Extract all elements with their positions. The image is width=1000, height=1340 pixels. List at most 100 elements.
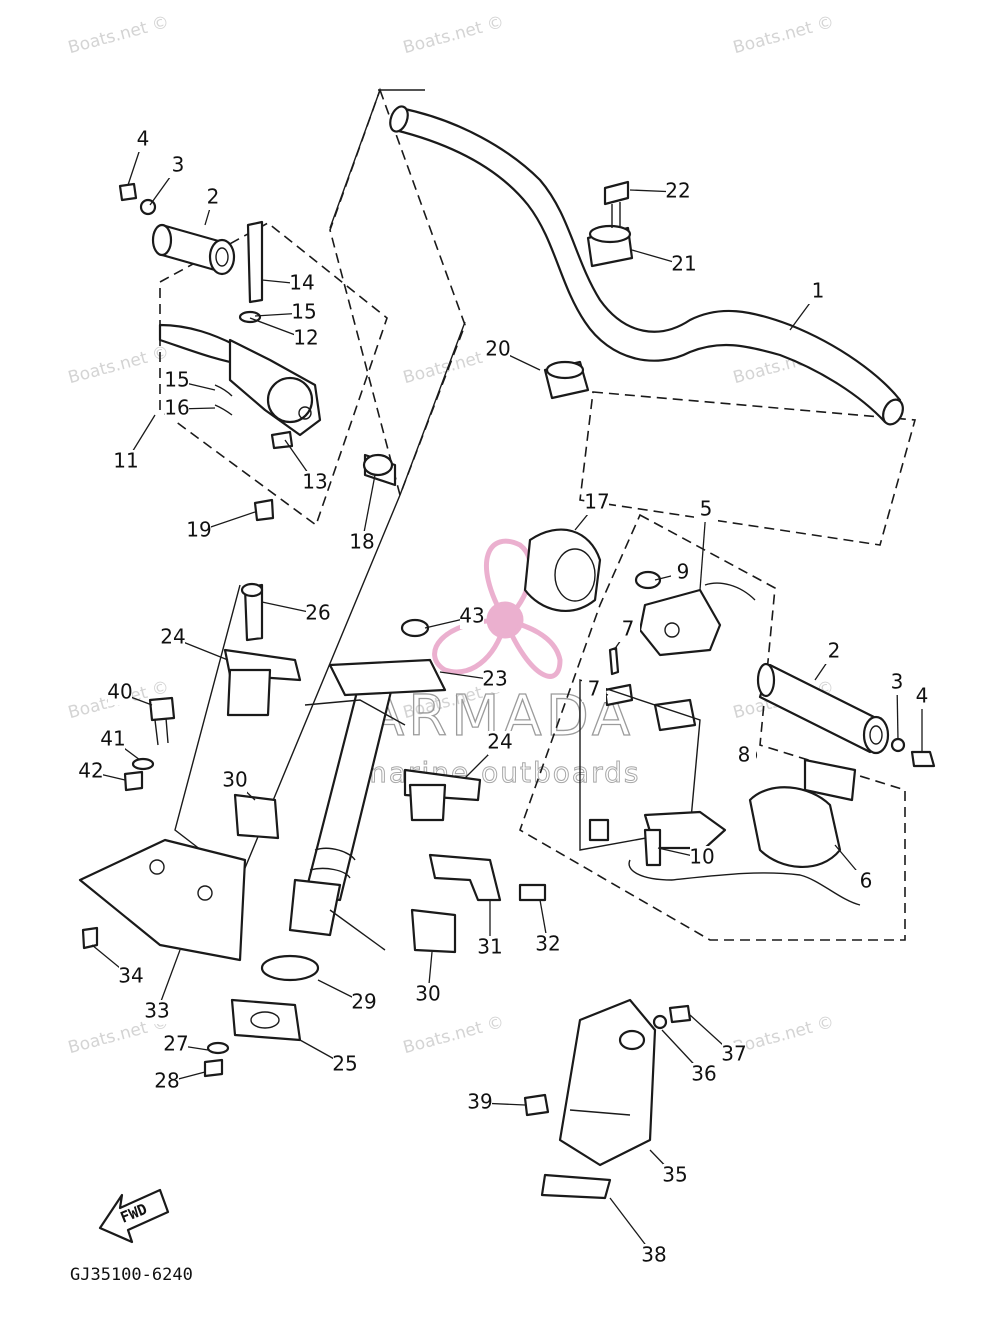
watermark-text: Boats.net © xyxy=(66,12,171,58)
callout-bg-10 xyxy=(690,846,714,870)
callout-2: 2 xyxy=(207,185,220,209)
callout-bg-15 xyxy=(165,369,189,393)
callout-31: 31 xyxy=(477,935,502,959)
callout-bg-8 xyxy=(732,744,756,768)
callout-3: 3 xyxy=(891,670,904,694)
callout-37: 37 xyxy=(721,1042,746,1066)
callout-16: 16 xyxy=(164,396,189,420)
leader-line-5 xyxy=(699,509,707,591)
callout-bg-3 xyxy=(166,154,190,178)
callout-bg-26 xyxy=(306,602,330,626)
callout-30: 30 xyxy=(222,768,247,792)
callout-bg-6 xyxy=(854,870,878,894)
callout-bg-33 xyxy=(145,1000,169,1024)
callout-bg-42 xyxy=(79,760,103,784)
handlebar-clamps xyxy=(543,180,634,400)
callout-bg-22 xyxy=(666,180,690,204)
callout-15: 15 xyxy=(164,368,189,392)
callout-28: 28 xyxy=(154,1069,179,1093)
callout-35: 35 xyxy=(662,1163,687,1187)
callout-2: 2 xyxy=(828,639,841,663)
assembly-5-outline xyxy=(519,513,906,941)
callout-8: 8 xyxy=(738,743,751,767)
callout-29: 29 xyxy=(351,990,376,1014)
callout-11: 11 xyxy=(113,449,138,473)
forward-arrow: FWD xyxy=(98,1188,170,1244)
callout-bg-3 xyxy=(885,671,909,695)
callout-bg-16 xyxy=(165,397,189,421)
watermark-text: Boats.net © xyxy=(66,342,171,388)
callout-25: 25 xyxy=(332,1052,357,1076)
callout-bg-37 xyxy=(722,1043,746,1067)
callout-bg-23 xyxy=(483,668,507,692)
callout-23: 23 xyxy=(482,667,507,691)
watermark-text: Boats.net © xyxy=(401,1012,506,1058)
callout-26: 26 xyxy=(305,601,330,625)
callout-bg-30 xyxy=(416,983,440,1007)
callout-24: 24 xyxy=(160,625,185,649)
callout-bg-32 xyxy=(536,933,560,957)
side-bracket xyxy=(428,853,547,902)
callout-labels: 1234234567789101112131415151617181920212… xyxy=(78,127,934,1268)
callout-bg-11 xyxy=(114,450,138,474)
callout-38: 38 xyxy=(641,1243,666,1267)
steering-column xyxy=(288,673,397,951)
throttle-cover xyxy=(523,528,602,612)
callout-bg-43 xyxy=(460,605,484,629)
callout-bg-34 xyxy=(119,965,143,989)
handlebar xyxy=(389,105,904,426)
right-grip xyxy=(756,662,936,768)
callout-42: 42 xyxy=(78,759,103,783)
callout-4: 4 xyxy=(137,127,150,151)
callout-41: 41 xyxy=(100,727,125,751)
callout-bg-13 xyxy=(303,471,327,495)
callout-6: 6 xyxy=(860,869,873,893)
callout-39: 39 xyxy=(467,1090,492,1114)
column-bushings xyxy=(203,793,457,1078)
callout-bg-4 xyxy=(910,685,934,709)
callout-bg-28 xyxy=(155,1070,179,1094)
callout-19: 19 xyxy=(186,518,211,542)
callout-15: 15 xyxy=(291,300,316,324)
callout-43: 43 xyxy=(459,604,484,628)
propeller-icon xyxy=(432,538,563,679)
watermark-text: Boats.net © xyxy=(731,12,836,58)
callout-bg-25 xyxy=(333,1053,357,1077)
callout-bg-39 xyxy=(468,1091,492,1115)
callout-bg-41 xyxy=(101,728,125,752)
callout-bg-17 xyxy=(585,491,609,515)
callout-bg-24 xyxy=(161,626,185,650)
callout-24: 24 xyxy=(487,730,512,754)
callout-bg-36 xyxy=(692,1063,716,1087)
callout-bg-31 xyxy=(478,936,502,960)
logo-tagline: marine outboards xyxy=(360,756,641,789)
callout-14: 14 xyxy=(289,271,314,295)
callout-5: 5 xyxy=(700,497,713,521)
callout-bg-7 xyxy=(582,678,606,702)
callout-bg-9 xyxy=(671,561,695,585)
callout-34: 34 xyxy=(118,964,143,988)
callout-bg-14 xyxy=(290,272,314,296)
callout-4: 4 xyxy=(916,684,929,708)
callout-bg-24 xyxy=(488,731,512,755)
callout-bg-15 xyxy=(292,301,316,325)
lower-bracket xyxy=(523,998,692,1200)
watermark-text: Boats.net © xyxy=(401,12,506,58)
callout-bg-4 xyxy=(131,128,155,152)
callout-bg-18 xyxy=(350,531,374,555)
callout-17: 17 xyxy=(584,490,609,514)
callout-bg-12 xyxy=(294,327,318,351)
callout-bg-19 xyxy=(187,519,211,543)
callout-bg-5 xyxy=(694,498,718,522)
callout-21: 21 xyxy=(671,252,696,276)
throttle-assembly xyxy=(579,570,861,906)
callout-bg-21 xyxy=(672,253,696,277)
callout-bg-7 xyxy=(616,618,640,642)
callout-22: 22 xyxy=(665,179,690,203)
callout-bg-2 xyxy=(822,640,846,664)
callout-7: 7 xyxy=(622,617,635,641)
callout-bg-1 xyxy=(806,280,830,304)
callout-10: 10 xyxy=(689,845,714,869)
